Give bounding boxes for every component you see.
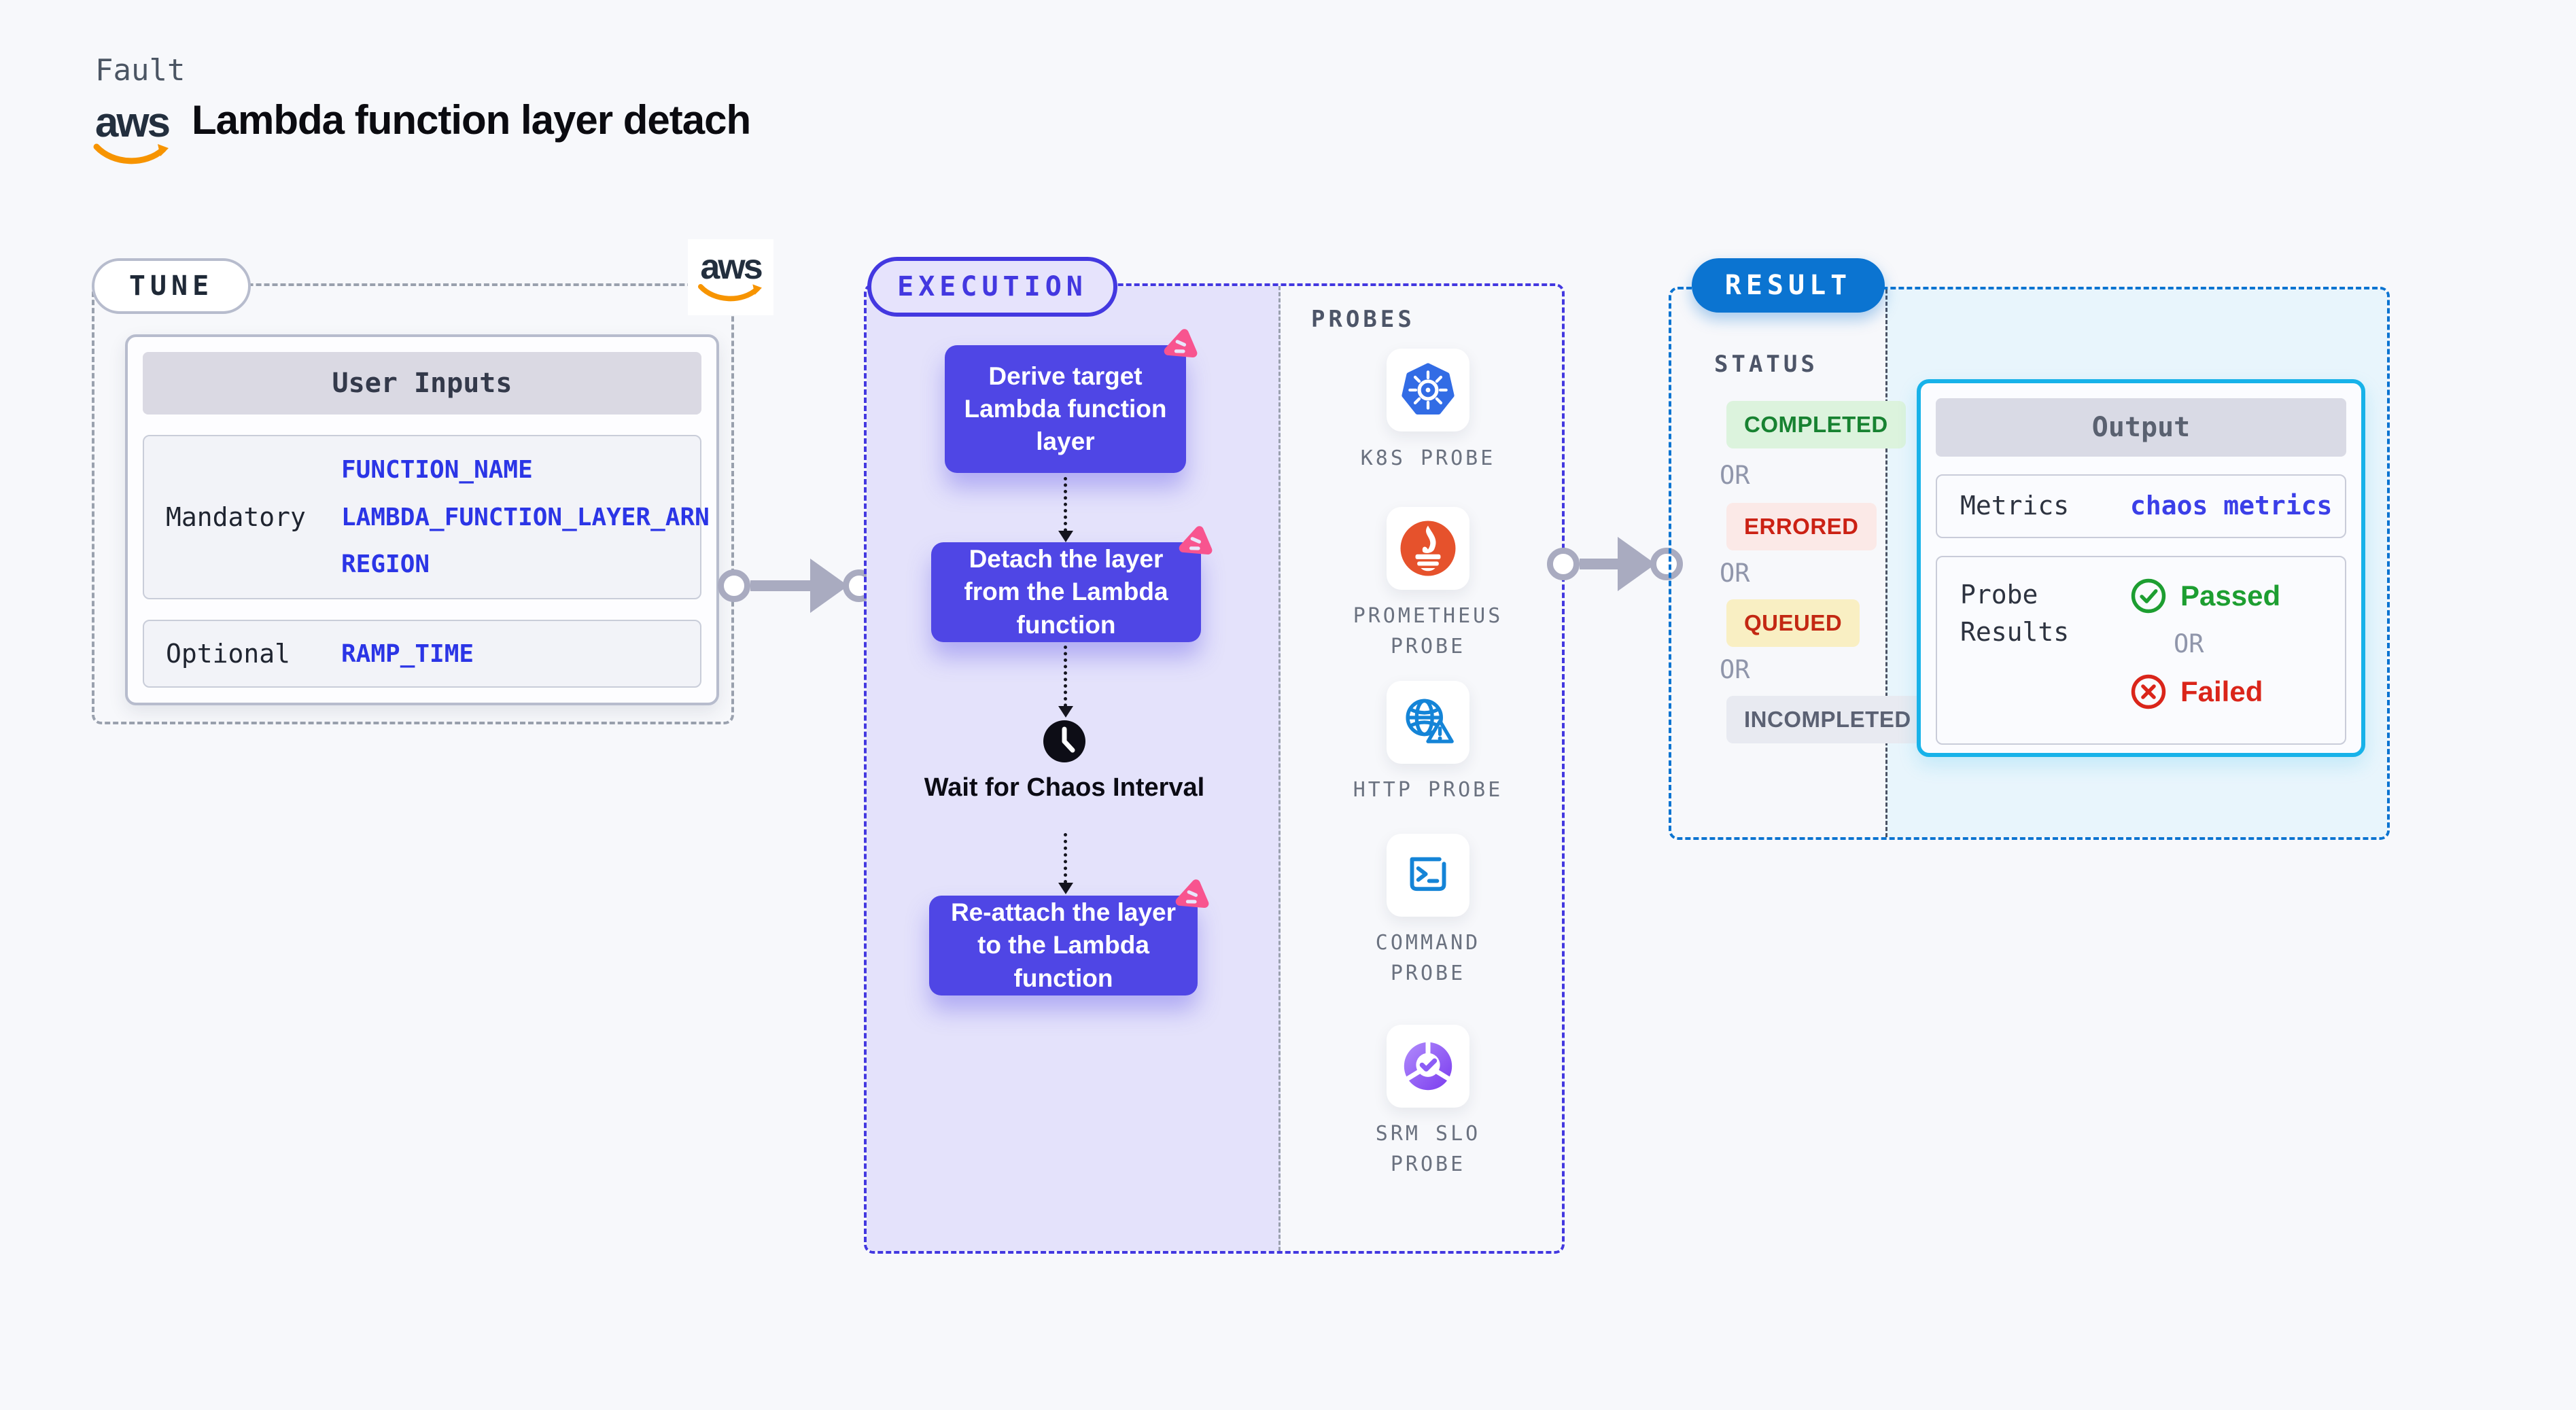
user-inputs-card: User Inputs Mandatory FUNCTION_NAME LAMB… — [125, 334, 719, 705]
connector-step1-step2 — [1058, 477, 1073, 542]
status-title: STATUS — [1714, 351, 1818, 378]
param-ramp-time: RAMP_TIME — [341, 639, 474, 668]
user-inputs-title: User Inputs — [332, 368, 512, 399]
terminal-icon — [1410, 857, 1446, 892]
step-derive-target: Derive target Lambda function layer — [945, 329, 1198, 473]
probe-card-command — [1387, 834, 1469, 917]
execution-flow-area — [867, 286, 1281, 1251]
clock-icon — [1043, 720, 1085, 762]
check-circle-icon — [2131, 578, 2166, 614]
result-badge-label: RESULT — [1724, 270, 1852, 301]
status-badge-completed: COMPLETED — [1726, 401, 1906, 448]
mandatory-label: Mandatory — [166, 502, 306, 532]
x-circle-icon — [2131, 674, 2166, 709]
probe-card-srm-slo — [1387, 1025, 1469, 1108]
execution-badge-label: EXECUTION — [897, 271, 1087, 302]
probe-label-k8s: K8S PROBE — [1360, 446, 1496, 470]
or-separator: OR — [1720, 655, 1750, 684]
probe-card-prometheus — [1387, 507, 1469, 590]
connector-step2-wait — [1058, 646, 1073, 718]
prometheus-icon — [1400, 521, 1456, 576]
arrow-start-ring — [718, 569, 750, 602]
param-lambda-function-layer-arn: LAMBDA_FUNCTION_LAYER_ARN — [341, 503, 710, 531]
fault-eyebrow: Fault — [95, 53, 186, 88]
http-globe-warning-icon — [1406, 699, 1454, 743]
status-badge-incompleted: INCOMPLETED — [1726, 696, 1929, 743]
step-reattach-layer: Re-attach the layer to the Lambda functi… — [929, 879, 1209, 995]
arrow-start-ring — [1547, 548, 1580, 580]
tune-aws-logo-box: aws — [688, 239, 773, 315]
output-title: Output — [2091, 412, 2191, 443]
param-function-name: FUNCTION_NAME — [341, 455, 533, 484]
or-separator: OR — [2174, 629, 2204, 658]
chaos-fault-icon — [1164, 329, 1198, 357]
output-header: Output — [1936, 398, 2346, 457]
probe-label-http: HTTP PROBE — [1353, 778, 1503, 802]
passed-line: Passed — [2130, 578, 2280, 614]
execution-badge: EXECUTION — [867, 257, 1117, 317]
result-badge: RESULT — [1692, 258, 1885, 313]
user-inputs-header: User Inputs — [143, 352, 701, 415]
optional-row: Optional RAMP_TIME — [143, 620, 701, 688]
mandatory-row: Mandatory FUNCTION_NAME LAMBDA_FUNCTION_… — [143, 435, 710, 599]
tune-badge: TUNE — [92, 258, 251, 314]
probe-label-prometheus: PROMETHEUS PROBE — [1353, 604, 1503, 658]
step-detach-layer: Detach the layer from the Lambda functio… — [931, 526, 1213, 642]
page-title: Lambda function layer detach — [192, 97, 751, 143]
status-badge-queued: QUEUED — [1726, 599, 1860, 647]
output-card: Output Metrics chaos metrics Probe Resul… — [1917, 379, 2365, 757]
arrow-tune-to-execution — [718, 559, 875, 613]
wait-for-chaos-label: Wait for Chaos Interval — [924, 773, 1205, 802]
aws-smile-icon — [697, 283, 762, 302]
or-separator: OR — [1720, 559, 1750, 588]
slo-donut-check-icon — [1404, 1041, 1452, 1091]
probe-card-k8s — [1387, 349, 1469, 431]
aws-logo: aws — [91, 102, 173, 169]
probes-title: PROBES — [1311, 306, 1415, 333]
chaos-fault-icon — [1175, 879, 1209, 908]
metrics-value: chaos metrics — [2130, 491, 2333, 521]
aws-logo-text: aws — [94, 99, 171, 146]
arrow-execution-to-result — [1547, 537, 1683, 591]
passed-label: Passed — [2180, 580, 2281, 612]
failed-line: Failed — [2130, 673, 2280, 710]
probe-label-srm-slo: SRM SLO PROBE — [1375, 1122, 1481, 1176]
connector-wait-step3 — [1058, 833, 1073, 894]
probe-results-row: Probe Results Passed OR Failed — [1936, 556, 2346, 745]
probe-card-http — [1387, 681, 1469, 764]
tune-badge-label: TUNE — [128, 270, 214, 302]
probe-label-command: COMMAND PROBE — [1375, 931, 1481, 985]
execution-panel — [864, 283, 1565, 1254]
probe-results-label: Probe Results — [1960, 580, 2070, 648]
aws-logo-text: aws — [700, 247, 763, 287]
failed-label: Failed — [2180, 675, 2263, 707]
tune-panel — [92, 283, 734, 724]
arrow-end-ring — [1650, 548, 1683, 580]
optional-label: Optional — [166, 639, 291, 669]
metrics-label: Metrics — [1960, 491, 2070, 521]
kubernetes-icon — [1402, 363, 1455, 415]
aws-smile-icon — [93, 143, 169, 164]
or-separator: OR — [1720, 461, 1750, 490]
status-badge-errored: ERRORED — [1726, 503, 1877, 550]
chaos-fault-icon — [1179, 526, 1213, 554]
aws-logo-small: aws — [697, 249, 765, 305]
metrics-row: Metrics chaos metrics — [1936, 474, 2346, 538]
param-region: REGION — [341, 550, 430, 579]
